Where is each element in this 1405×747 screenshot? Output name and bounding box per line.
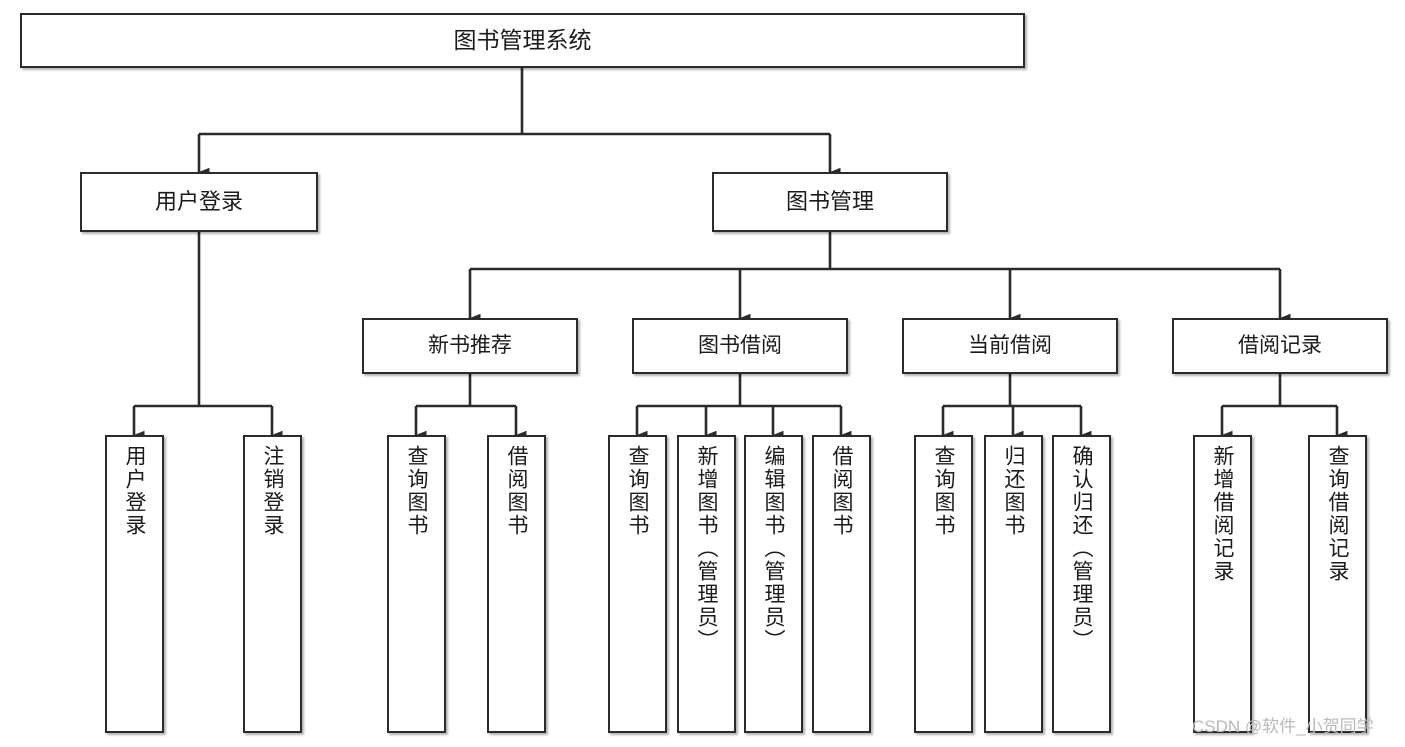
node-current-borrow[interactable]: 当前借阅 [902, 318, 1118, 374]
node-new-book-recommend[interactable]: 新书推荐 [362, 318, 578, 374]
node-label: 用户登录 [123, 445, 146, 537]
node-label: 归还图书 [1002, 445, 1025, 537]
node-leaf-add-book[interactable]: 新增图书（管理员） [677, 435, 736, 733]
node-leaf-query-book-3[interactable]: 查询图书 [914, 435, 973, 733]
node-root-book-management-system[interactable]: 图书管理系统 [20, 13, 1025, 68]
node-leaf-borrow-book-1[interactable]: 借阅图书 [487, 435, 546, 733]
node-leaf-user-login[interactable]: 用户登录 [105, 435, 164, 733]
node-label: 图书管理系统 [453, 27, 592, 54]
node-label: 图书借阅 [698, 333, 782, 357]
node-label: 借阅图书 [830, 445, 853, 537]
node-label: 查询借阅记录 [1326, 445, 1349, 583]
node-leaf-edit-book[interactable]: 编辑图书（管理员） [744, 435, 803, 733]
node-leaf-logout[interactable]: 注销登录 [243, 435, 302, 733]
node-leaf-return-book[interactable]: 归还图书 [984, 435, 1043, 733]
node-label: 新增借阅记录 [1211, 445, 1234, 583]
node-leaf-query-book-2[interactable]: 查询图书 [608, 435, 667, 733]
node-book-borrow[interactable]: 图书借阅 [632, 318, 848, 374]
node-label: 图书管理 [785, 189, 874, 215]
node-leaf-add-record[interactable]: 新增借阅记录 [1193, 435, 1252, 733]
watermark-csdn: CSDN @软件_小贺同学 [1192, 717, 1374, 736]
node-label: 当前借阅 [968, 333, 1052, 357]
node-label: 借阅图书 [505, 445, 528, 537]
node-label: 编辑图书（管理员） [762, 445, 785, 652]
node-leaf-query-book-1[interactable]: 查询图书 [387, 435, 446, 733]
node-label: 确认归还（管理员） [1070, 445, 1093, 652]
node-label: 用户登录 [154, 189, 243, 215]
node-label: 新书推荐 [428, 333, 512, 357]
node-label: 查询图书 [405, 445, 428, 537]
node-label: 查询图书 [932, 445, 955, 537]
node-leaf-confirm-return[interactable]: 确认归还（管理员） [1052, 435, 1111, 733]
node-leaf-borrow-book-2[interactable]: 借阅图书 [812, 435, 871, 733]
node-user-login[interactable]: 用户登录 [80, 172, 318, 232]
node-label: 注销登录 [261, 445, 284, 537]
node-label: 新增图书（管理员） [695, 445, 718, 652]
node-label: 查询图书 [626, 445, 649, 537]
node-label: 借阅记录 [1238, 333, 1322, 357]
node-book-management[interactable]: 图书管理 [712, 172, 948, 232]
node-leaf-query-record[interactable]: 查询借阅记录 [1308, 435, 1367, 733]
node-borrow-record[interactable]: 借阅记录 [1172, 318, 1388, 374]
